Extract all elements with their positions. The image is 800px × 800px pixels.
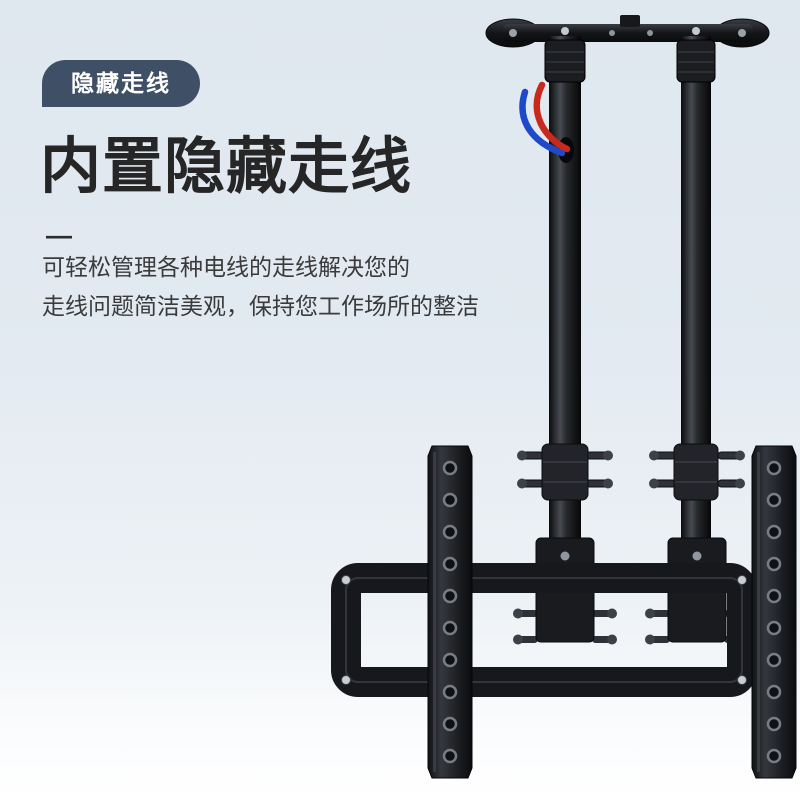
- hidden-cable-exit: [519, 81, 574, 163]
- tilt-clamp-left: [517, 443, 613, 501]
- description: 可轻松管理各种电线的走线解决您的 走线问题简洁美观，保持您工作场所的整洁: [42, 248, 479, 326]
- tilt-clamp-right: [649, 443, 745, 501]
- description-line-1: 可轻松管理各种电线的走线解决您的: [42, 254, 410, 280]
- feature-badge: 隐藏走线: [42, 60, 200, 107]
- divider-dash: —: [46, 220, 72, 250]
- vesa-strip-left: [427, 445, 473, 779]
- feature-badge-label: 隐藏走线: [71, 70, 171, 96]
- crossbar-frame: [331, 563, 757, 697]
- cable-red: [533, 81, 571, 153]
- ceiling-mount-plate: [485, 15, 770, 48]
- cable-blue: [519, 88, 566, 157]
- vesa-strip-right: [751, 445, 797, 779]
- description-line-2: 走线问题简洁美观，保持您工作场所的整洁: [42, 293, 479, 319]
- page-title: 内置隐藏走线: [40, 132, 413, 200]
